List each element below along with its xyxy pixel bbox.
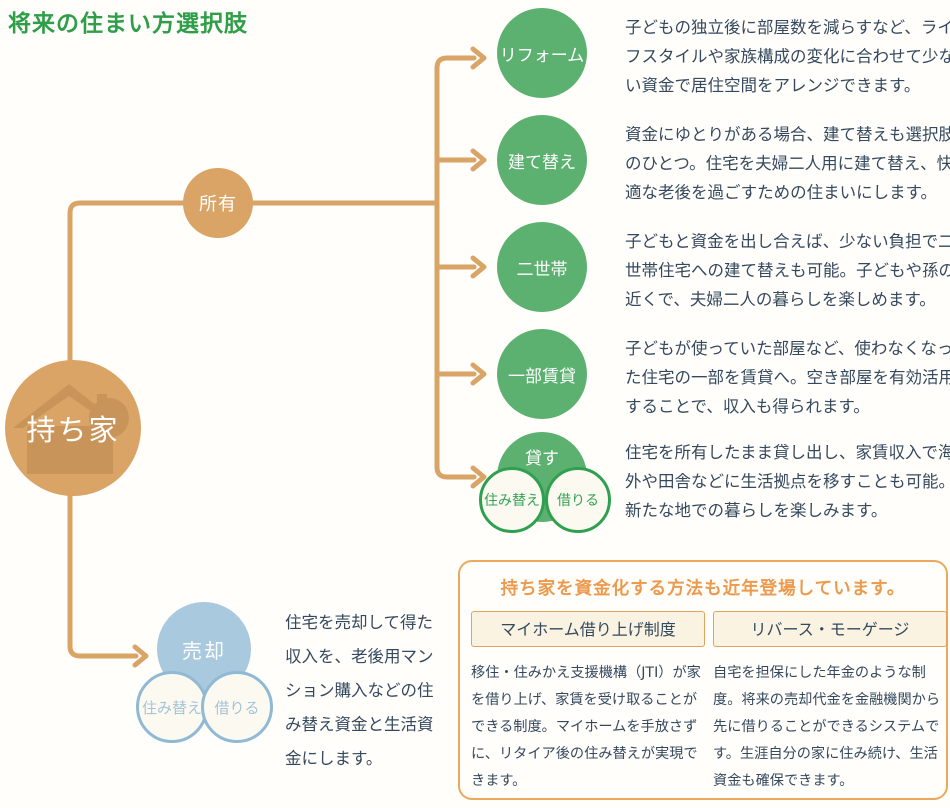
sell-node: 売却	[157, 602, 251, 696]
sell-label: 売却	[182, 638, 226, 663]
arrowhead-icon	[470, 46, 487, 70]
line-branch-top	[434, 55, 477, 206]
sub-label: 住み替え	[141, 698, 202, 717]
option-description: 子どもが使っていた部屋など、使わなくなった住宅の一部を賃貸へ。空き部屋を有効活用…	[625, 339, 950, 416]
option-description: 住宅を所有したまま貸し出し、家賃収入で海外や田舎などに生活拠点を移すことも可能。…	[625, 443, 950, 520]
arrowhead-icon	[470, 465, 487, 489]
info-item-description: 自宅を担保にした年金のような制度。将来の売却代金を金融機関から先に借りることがで…	[713, 665, 941, 789]
info-item-home-lease: マイホーム借り上げ制度 移住・住みかえ支援機構（JTI）が家を借り上げ、家賃を受…	[471, 611, 705, 795]
lease-sub-node-move: 住み替え	[479, 467, 545, 533]
sub-label: 住み替え	[484, 493, 540, 509]
line-root-to-own	[67, 200, 440, 365]
option-label: 一部賃貸	[508, 366, 576, 387]
option-label: 建て替え	[508, 152, 576, 173]
root-label: 持ち家	[26, 413, 120, 447]
own-label: 所有	[199, 194, 237, 215]
sub-label: 借りる	[214, 698, 260, 717]
own-node: 所有	[183, 168, 253, 238]
sell-description: 住宅を売却して得た収入を、老後用マンション購入などの住み替え資金と生活資金にしま…	[285, 613, 434, 768]
arrowhead-icon	[470, 148, 487, 172]
option-node-partial-rent: 一部賃貸	[497, 329, 587, 419]
house-icon	[13, 384, 129, 474]
info-item-reverse-mortgage: リバース・モーゲージ 自宅を担保にした年金のような制度。将来の売却代金を金融機関…	[713, 611, 947, 795]
option-description: 資金にゆとりがある場合、建て替えも選択肢のひとつ。住宅を夫婦二人用に建て替え、快…	[625, 125, 950, 202]
arrowhead-icon	[470, 362, 487, 386]
line-branch-bottom	[434, 200, 477, 480]
monetization-info-box: 持ち家を資金化する方法も近年登場しています。 マイホーム借り上げ制度 移住・住み…	[458, 560, 948, 800]
option-description: 子どもと資金を出し合えば、少ない負担で二世帯住宅への建て替えも可能。子どもや孫の…	[625, 232, 950, 309]
sell-sub-node-rent: 借りる	[201, 671, 273, 743]
arrowhead-icon	[470, 255, 487, 279]
option-description: 子どもの独立後に部屋数を減らすなど、ライフスタイルや家族構成の変化に合わせて少な…	[625, 18, 950, 95]
info-item-label: マイホーム借り上げ制度	[471, 611, 705, 647]
sub-label: 借りる	[557, 493, 599, 509]
page-title: 将来の住まい方選択肢	[8, 11, 248, 37]
option-label: 二世帯	[516, 259, 568, 280]
option-node-two-household: 二世帯	[497, 222, 587, 312]
option-node-rebuild: 建て替え	[497, 115, 587, 205]
arrowhead-icon	[132, 644, 149, 668]
info-box-title: 持ち家を資金化する方法も近年登場しています。	[500, 579, 906, 599]
info-item-label: リバース・モーゲージ	[713, 611, 947, 647]
info-item-description: 移住・住みかえ支援機構（JTI）が家を借り上げ、家賃を受け取ることができる制度。…	[471, 665, 701, 789]
lease-sub-node-rent: 借りる	[545, 467, 611, 533]
root-node-owned-home: 持ち家	[5, 360, 141, 496]
sell-sub-node-move: 住み替え	[136, 671, 208, 743]
option-label: リフォーム	[499, 45, 585, 66]
line-root-to-sell	[67, 491, 139, 659]
option-node-reform: リフォーム	[497, 8, 587, 98]
option-label: 貸す	[525, 449, 559, 469]
